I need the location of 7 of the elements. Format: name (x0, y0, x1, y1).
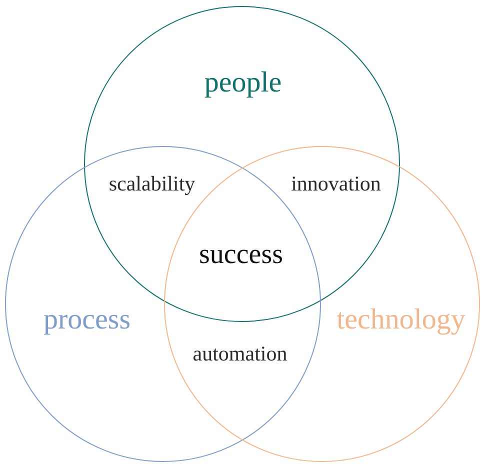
overlap-label: scalability (108, 172, 196, 196)
overlap-label: automation (192, 342, 288, 366)
set-label: technology (336, 304, 466, 336)
center-label: success (199, 239, 283, 271)
set-label: process (44, 304, 130, 336)
overlap-label: innovation (291, 172, 381, 196)
set-label: people (204, 66, 282, 100)
